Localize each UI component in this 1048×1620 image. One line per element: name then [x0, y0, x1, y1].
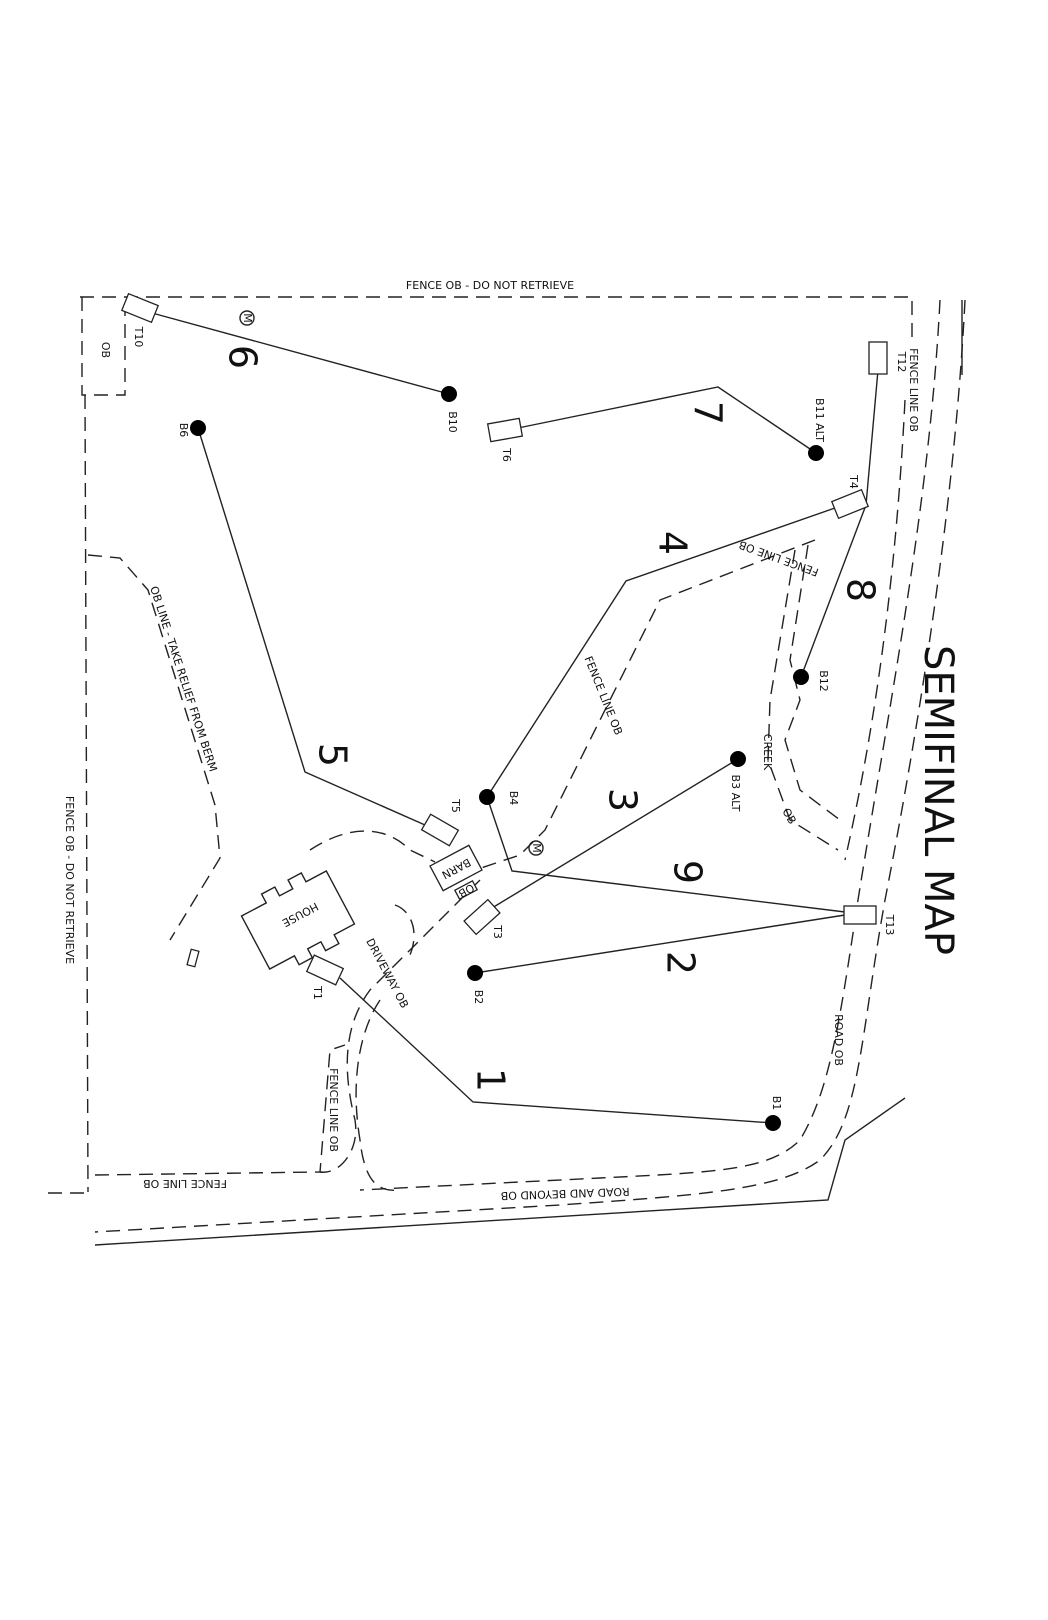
hole-6-line [151, 312, 450, 395]
road-beyond-label: ROAD AND BEYOND OB [500, 1185, 629, 1202]
basket-label: B3 ALT [729, 775, 742, 812]
tee-label: T4 [847, 474, 860, 489]
tee-label: T3 [491, 924, 504, 939]
fence-right-label: FENCE LINE OB [907, 348, 920, 432]
top-fence [80, 296, 913, 345]
hole-3-line [491, 758, 739, 909]
basket-icon [765, 1115, 781, 1131]
tee-pad [420, 813, 460, 847]
basket-icon [190, 420, 206, 436]
bottom-fence [48, 1044, 346, 1194]
hole-number: 4 [651, 531, 695, 555]
road-line-2 [94, 1097, 906, 1246]
tee-pad [843, 905, 877, 925]
creek-ob-label: OB [779, 806, 798, 827]
driveway-ob-label: DRIVEWAY OB [363, 936, 411, 1010]
tee-pad [305, 954, 345, 986]
boundaries [48, 296, 966, 1246]
tee-label: T6 [500, 447, 513, 462]
road-edge-outer [94, 299, 966, 1233]
tee-pad [830, 488, 870, 520]
hole-number: 5 [311, 743, 355, 767]
hole-4-line [486, 507, 836, 798]
tee-pad [120, 292, 160, 324]
tee-pad [486, 417, 524, 443]
hole-2-line [474, 914, 846, 974]
inner-fence [474, 539, 816, 871]
basket-label: B10 [446, 411, 459, 433]
fence-lower-label: FENCE LINE OB [327, 1068, 340, 1152]
tee-label: T13 [883, 914, 896, 936]
mando-2: M [528, 840, 544, 856]
tee-pad [463, 898, 501, 936]
mando-icon [239, 310, 255, 326]
right-fence-line [844, 399, 906, 861]
corner-ob-label: OB [99, 342, 112, 358]
mando-1: M [239, 310, 255, 326]
road-ob-label: ROAD OB [832, 1014, 845, 1066]
house-drive [309, 830, 436, 956]
hole-numbers: 1 2 3 4 5 6 7 8 9 [221, 345, 883, 1092]
hole-8-line [800, 369, 879, 678]
hole-number: 6 [221, 345, 265, 369]
mando-label: M [241, 313, 254, 323]
hole-7-line [517, 386, 817, 454]
hole-1-line [339, 977, 774, 1124]
tee-label: T10 [132, 326, 145, 348]
basket-label: B11 ALT [813, 398, 826, 442]
mando-icon [528, 840, 544, 856]
fence-inner-top-label: FENCE LINE OB [737, 538, 820, 579]
basket-label: B4 [507, 791, 520, 806]
creek-line [767, 544, 841, 851]
tee-pad [868, 341, 888, 375]
fence-inner-diag-label: FENCE LINE OB [582, 654, 625, 737]
basket-icon [793, 669, 809, 685]
house-label: HOUSE [280, 900, 321, 930]
basket-icon [467, 965, 483, 981]
barn-outline [429, 844, 483, 892]
basket-label: B2 [472, 990, 485, 1005]
left-fence [84, 394, 89, 1193]
corner-ob-box [81, 297, 126, 396]
hole-number: 7 [686, 401, 730, 425]
ob-line-berm-label: OB LINE - TAKE RELIEF FROM BERM [147, 585, 219, 774]
hole-number: 1 [469, 1068, 513, 1092]
hole-number: 2 [659, 951, 703, 975]
basket-label: B1 [770, 1096, 783, 1111]
buildings: HOUSE BARN OB [186, 844, 483, 970]
hole-5-line [197, 427, 426, 826]
house-outline [240, 870, 356, 970]
fence-left-label: FENCE OB - DO NOT RETRIEVE [63, 796, 76, 964]
basket-icon [479, 789, 495, 805]
mando-label: M [530, 843, 543, 853]
hole-9-line [486, 796, 846, 913]
basket-label: B6 [177, 423, 190, 438]
tee-label: T12 [895, 351, 908, 373]
basket-icon [808, 445, 824, 461]
basket-label: B12 [817, 670, 830, 692]
map-title: SEMIFINAL MAP [915, 645, 961, 955]
basket-icon [441, 386, 457, 402]
small-structure [186, 948, 200, 968]
driveway [319, 879, 481, 1192]
hole-number: 8 [839, 578, 883, 602]
barn-ob-box [453, 880, 479, 900]
fence-bottom-label: FENCE LINE OB [143, 1177, 227, 1190]
road-edge-inner [359, 299, 941, 1191]
basket-icon [730, 751, 746, 767]
fence-top-label: FENCE OB - DO NOT RETRIEVE [406, 279, 574, 292]
hole-number: 9 [666, 860, 710, 884]
hole-number: 3 [601, 788, 645, 812]
tee-label: T1 [311, 985, 324, 1000]
berm-line [87, 554, 221, 941]
creek-label: CREEK [761, 734, 774, 771]
tee-label: T5 [449, 798, 462, 813]
